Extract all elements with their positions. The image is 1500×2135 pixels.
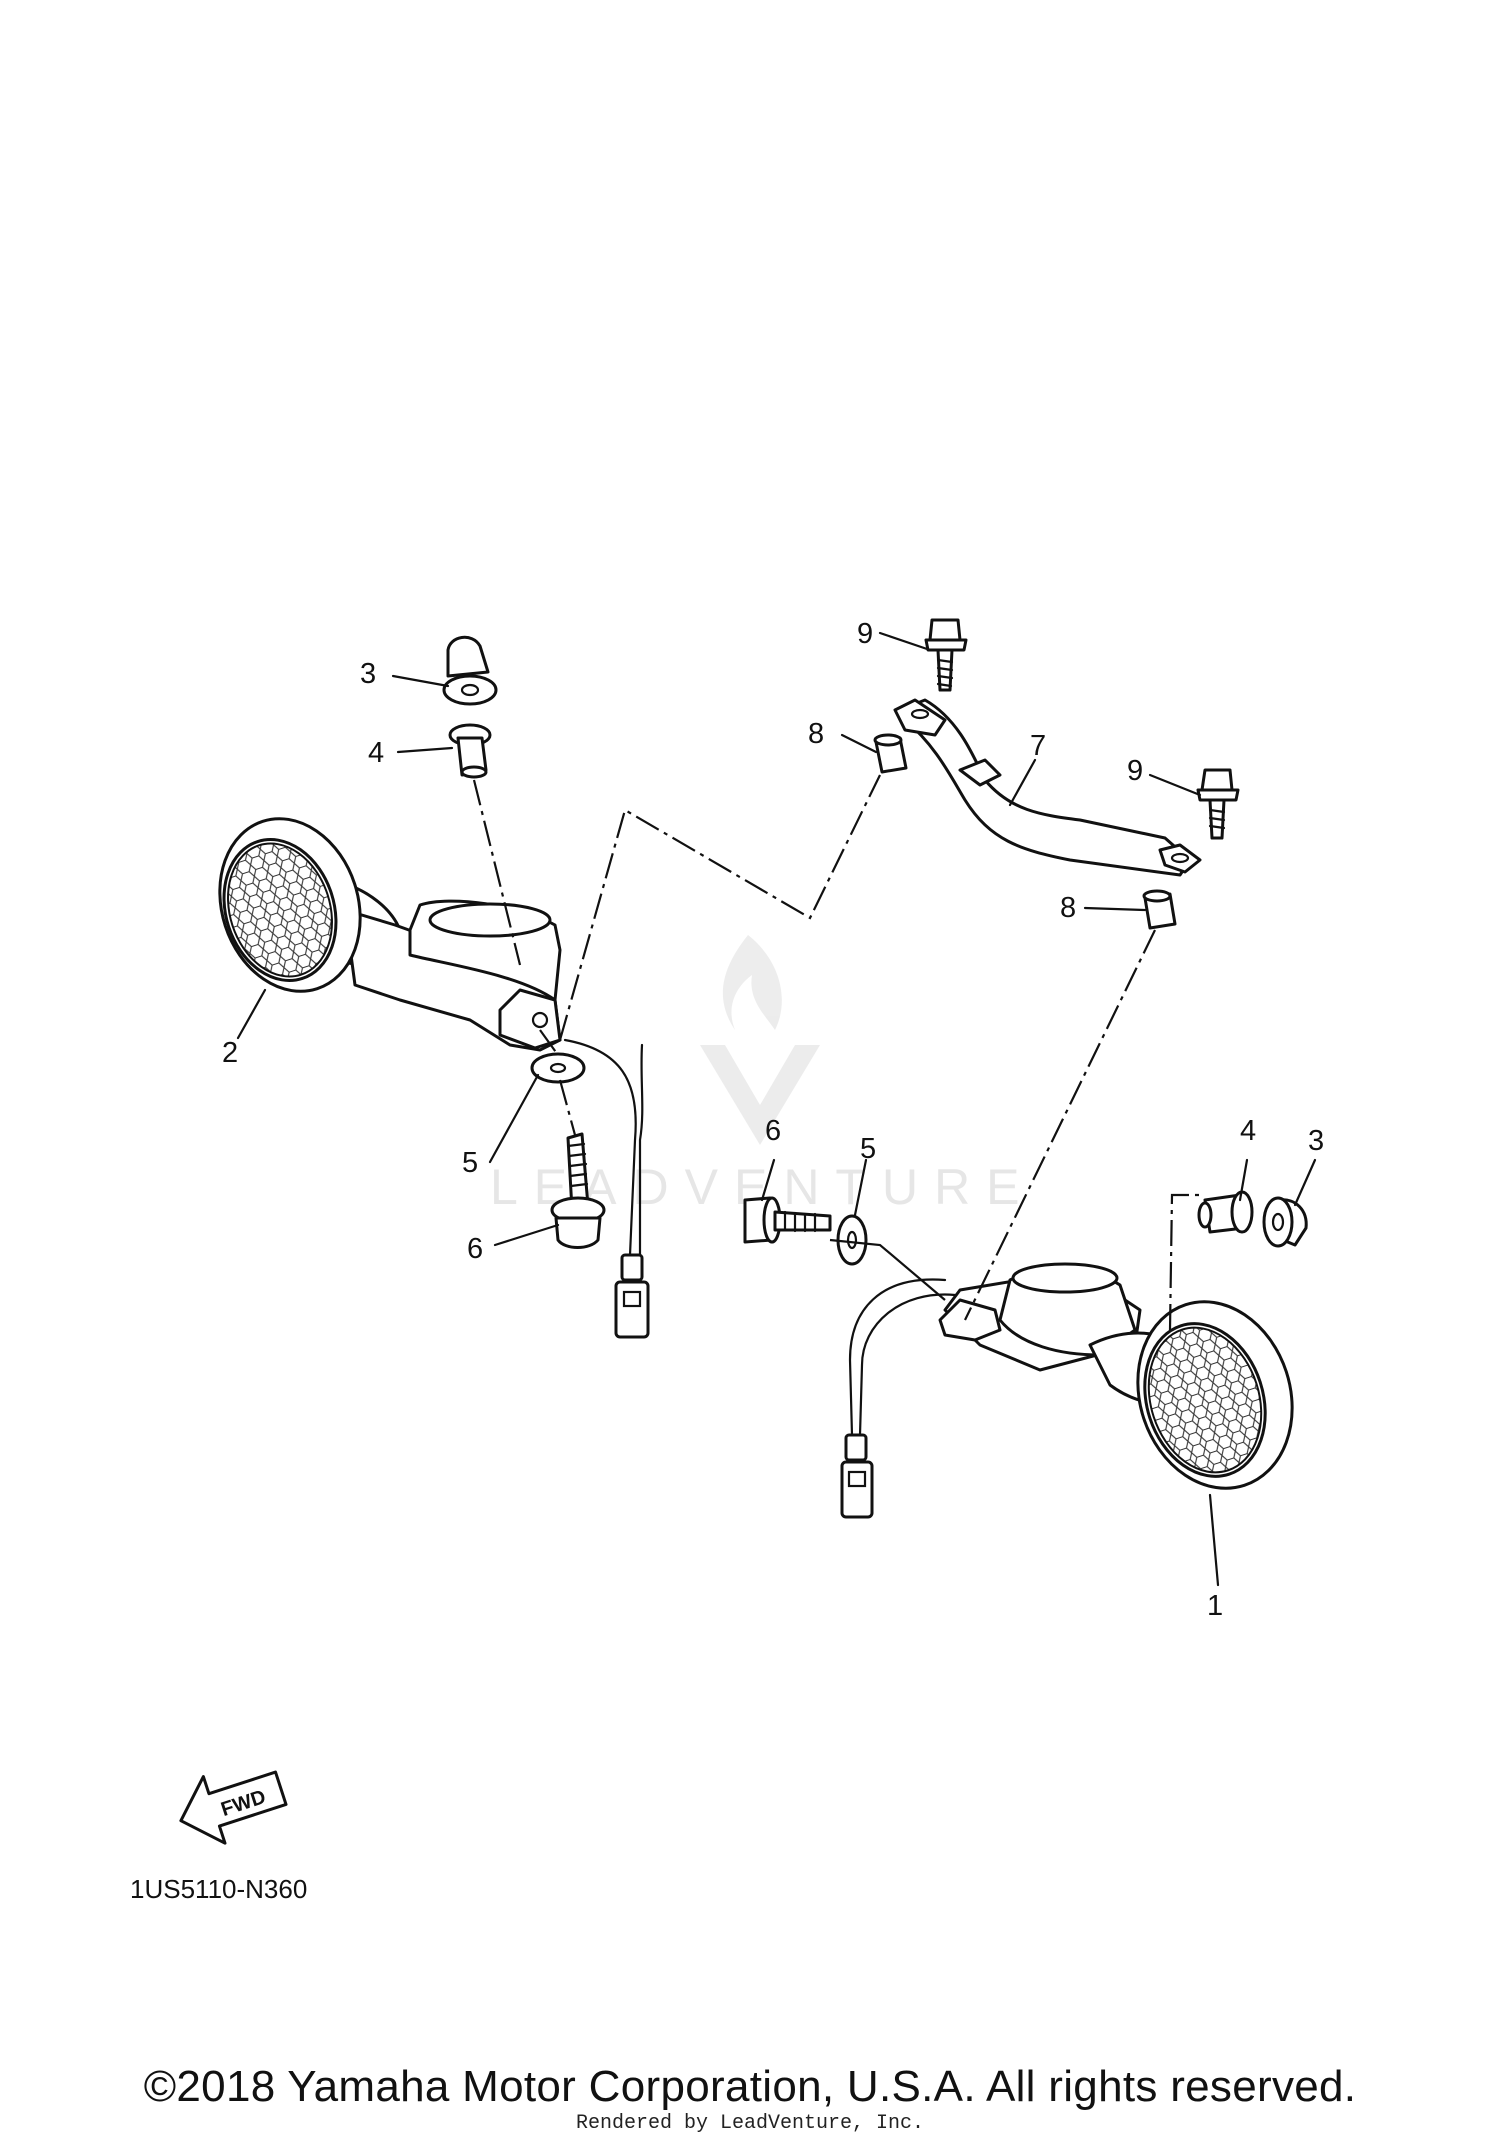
callout-4-left: 4	[368, 737, 384, 769]
callout-6-left: 6	[467, 1233, 483, 1265]
bolt-9-upper[interactable]	[924, 618, 968, 692]
turn-signal-left[interactable]	[198, 800, 650, 1339]
callout-5-right: 5	[860, 1133, 876, 1165]
washer-5-right[interactable]	[836, 1214, 868, 1266]
callout-6-right: 6	[765, 1115, 781, 1147]
grommet-4-right[interactable]	[1197, 1190, 1254, 1234]
callout-2: 2	[222, 1037, 238, 1069]
bolt-6-left[interactable]	[550, 1132, 606, 1249]
callout-8-lower: 8	[1060, 892, 1076, 924]
fwd-arrow-icon: FWD	[179, 1770, 288, 1845]
rendered-by-notice: Rendered by LeadVenture, Inc.	[575, 2112, 925, 2135]
callout-1: 1	[1207, 1590, 1223, 1622]
assembly-lines	[472, 774, 1200, 1331]
watermark-logo	[700, 935, 820, 1145]
diagram-code: 1US5110-N360	[130, 1874, 308, 1904]
copyright-notice: ©2018 Yamaha Motor Corporation, U.S.A. A…	[143, 2062, 1357, 2111]
callout-3-right: 3	[1308, 1125, 1324, 1157]
bracket[interactable]	[893, 698, 1202, 877]
callout-3-left: 3	[360, 658, 376, 690]
bolt-6-right[interactable]	[743, 1196, 832, 1244]
nut-3-left[interactable]	[442, 635, 498, 706]
callout-7: 7	[1030, 730, 1046, 762]
nut-3-right[interactable]	[1262, 1196, 1308, 1248]
callout-9-upper: 9	[857, 618, 873, 650]
callout-9-lower: 9	[1127, 755, 1143, 787]
washer-5-left[interactable]	[530, 1052, 586, 1084]
callout-5-left: 5	[462, 1147, 478, 1179]
turn-signal-right[interactable]	[840, 1262, 1316, 1519]
collar-8-lower[interactable]	[1142, 889, 1177, 930]
callout-4-right: 4	[1240, 1115, 1256, 1147]
collar-8-upper[interactable]	[873, 733, 908, 774]
grommet-4-left[interactable]	[448, 723, 492, 779]
callout-8-upper: 8	[808, 718, 824, 750]
bolt-9-lower[interactable]	[1196, 768, 1240, 840]
leader-lines	[236, 631, 1317, 1587]
